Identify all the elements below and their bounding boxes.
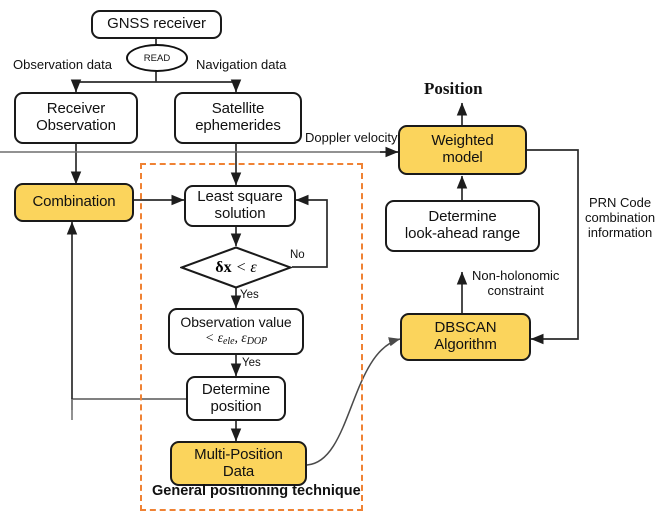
edge-label-navigation-data: Navigation data bbox=[196, 57, 287, 72]
read-label: READ bbox=[143, 52, 171, 64]
dbscan-line1: DBSCAN bbox=[434, 319, 497, 337]
node-least-square-solution[interactable]: Least square solution bbox=[184, 185, 296, 227]
lookahead-line1: Determine bbox=[428, 208, 497, 226]
node-determine-position[interactable]: Determine position bbox=[186, 376, 286, 421]
non-holonomic-line1: Non-holonomic bbox=[472, 268, 560, 283]
prn-code-line3: information bbox=[587, 224, 653, 240]
non-holonomic-line2: constraint bbox=[487, 282, 544, 298]
obs-eps-prefix: < ε bbox=[204, 331, 224, 347]
dbscan-line2: Algorithm bbox=[434, 336, 497, 353]
observation-value-line2: < εele, εDOP bbox=[173, 331, 299, 347]
weighted-model-line2: model bbox=[442, 149, 483, 166]
edge-label-yes-observation: Yes bbox=[242, 357, 261, 369]
multi-position-line1: Multi-Position bbox=[194, 445, 283, 463]
node-weighted-model[interactable]: Weighted model bbox=[398, 125, 527, 175]
edge-label-yes-decision: Yes bbox=[240, 289, 259, 301]
general-positioning-technique-group bbox=[140, 163, 363, 511]
lookahead-line2: look-ahead range bbox=[404, 225, 521, 242]
node-decision-dx-epsilon[interactable]: δx < ε bbox=[180, 246, 292, 289]
determine-position-line2: position bbox=[210, 397, 262, 415]
determine-position-line1: Determine bbox=[201, 380, 271, 398]
edge-label-no: No bbox=[290, 249, 305, 261]
node-receiver-observation[interactable]: Receiver Observation bbox=[14, 92, 138, 144]
decision-expression-bold: δx bbox=[215, 258, 232, 276]
weighted-model-line1: Weighted bbox=[431, 132, 494, 150]
receiver-observation-line2: Observation bbox=[36, 117, 116, 134]
output-label-position: Position bbox=[424, 79, 483, 98]
obs-eps-sub2: DOP bbox=[246, 336, 268, 348]
node-multi-position-data[interactable]: Multi-Position Data bbox=[170, 441, 307, 486]
node-read[interactable]: READ bbox=[126, 44, 188, 72]
node-observation-value[interactable]: Observation value < εele, εDOP bbox=[168, 308, 304, 355]
prn-code-line2: combination bbox=[585, 209, 656, 225]
gnss-receiver-label: GNSS receiver bbox=[107, 15, 206, 33]
group-caption: General positioning technique bbox=[152, 483, 361, 499]
decision-expression-rest: < ε bbox=[235, 258, 257, 276]
receiver-observation-line1: Receiver bbox=[46, 100, 106, 118]
obs-eps-sub1: ele bbox=[223, 336, 235, 348]
satellite-ephemerides-line1: Satellite bbox=[211, 100, 265, 118]
edge-label-observation-data: Observation data bbox=[13, 57, 113, 72]
node-satellite-ephemerides[interactable]: Satellite ephemerides bbox=[174, 92, 302, 144]
obs-eps-mid: , ε bbox=[234, 331, 247, 347]
multi-position-line2: Data bbox=[222, 462, 255, 480]
node-dbscan-algorithm[interactable]: DBSCAN Algorithm bbox=[400, 313, 531, 361]
edge-label-prn-code: PRN Code combination information bbox=[585, 195, 656, 241]
least-square-line2: solution bbox=[214, 205, 266, 222]
observation-value-line1: Observation value bbox=[180, 314, 292, 331]
node-gnss-receiver[interactable]: GNSS receiver bbox=[91, 10, 222, 39]
least-square-line1: Least square bbox=[197, 188, 283, 206]
edge-label-non-holonomic-constraint: Non-holonomic constraint bbox=[472, 268, 560, 299]
edge-label-doppler-velocity: Doppler velocity bbox=[305, 130, 398, 145]
node-combination[interactable]: Combination bbox=[14, 183, 134, 222]
prn-code-line1: PRN Code bbox=[588, 195, 652, 210]
satellite-ephemerides-line2: ephemerides bbox=[195, 117, 281, 134]
node-determine-look-ahead-range[interactable]: Determine look-ahead range bbox=[385, 200, 540, 252]
combination-label: Combination bbox=[32, 193, 116, 211]
